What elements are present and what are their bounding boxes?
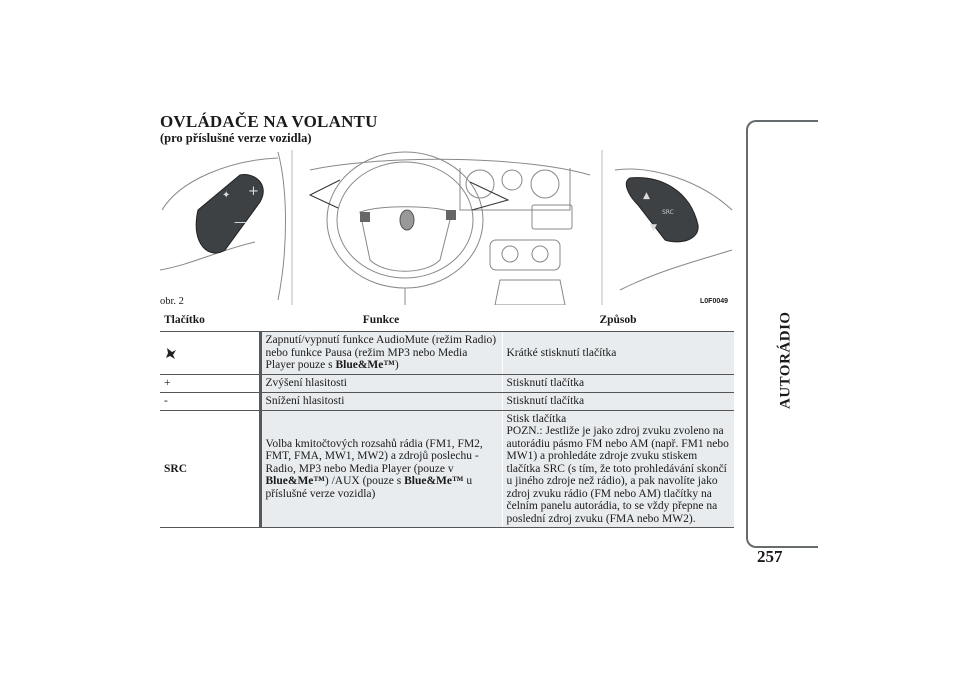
svg-text:+: +	[248, 184, 259, 199]
left-steering-controls: + — ✦	[195, 174, 264, 254]
header-method: Způsob	[502, 309, 734, 332]
svg-text:—: —	[234, 215, 247, 230]
table-header-row: Tlačítko Funkce Způsob	[160, 309, 734, 332]
chapter-tab	[746, 120, 818, 548]
row-method-cell: Stisknutí tlačítka	[501, 374, 734, 393]
chapter-label: AUTORÁDIO	[777, 311, 794, 409]
section-subtitle: (pro příslušné verze vozidla)	[160, 131, 312, 145]
controls-table: Tlačítko Funkce Způsob Zapnutí/vypnutí f…	[160, 309, 734, 528]
table-row: SRC Volba kmitočtových rozsahů rádia (FM…	[160, 410, 734, 528]
page-number: 257	[757, 547, 783, 566]
row-method-cell: Stisknutí tlačítka	[501, 392, 734, 411]
src-label: SRC	[662, 209, 674, 216]
row-function-cell: Volba kmitočtových rozsahů rádia (FM1, F…	[258, 410, 502, 528]
table-row: Zapnutí/vypnutí funkce AudioMute (režim …	[160, 331, 734, 375]
header-function: Funkce	[260, 309, 502, 332]
row-function-cell: Zapnutí/vypnutí funkce AudioMute (režim …	[258, 331, 502, 375]
row-button-cell: SRC	[160, 410, 260, 528]
row-method-cell: Krátké stisknutí tlačítka	[501, 331, 734, 375]
table-row: + Zvýšení hlasitosti Stisknutí tlačítka	[160, 374, 734, 393]
figure-number: obr. 2	[160, 296, 184, 307]
svg-text:▲: ▲	[643, 191, 650, 201]
steering-wheel-controls-figure: + — ✦ ▲ ▼ SRC	[160, 150, 733, 305]
table-row: - Snížení hlasitosti Stisknutí tlačítka	[160, 392, 734, 411]
row-button-cell	[160, 331, 260, 375]
right-steering-controls: ▲ ▼ SRC	[625, 177, 699, 243]
svg-text:✦: ✦	[222, 190, 230, 201]
mute-icon	[166, 347, 176, 359]
row-function-cell: Zvýšení hlasitosti	[258, 374, 502, 393]
row-button-cell: +	[160, 374, 260, 393]
row-button-cell: -	[160, 392, 260, 411]
svg-text:▼: ▼	[650, 223, 657, 233]
header-button: Tlačítko	[160, 309, 260, 332]
row-function-cell: Snížení hlasitosti	[258, 392, 502, 411]
section-title: OVLÁDAČE NA VOLANTU	[160, 112, 378, 131]
figure-code: L0F0049	[700, 298, 729, 305]
